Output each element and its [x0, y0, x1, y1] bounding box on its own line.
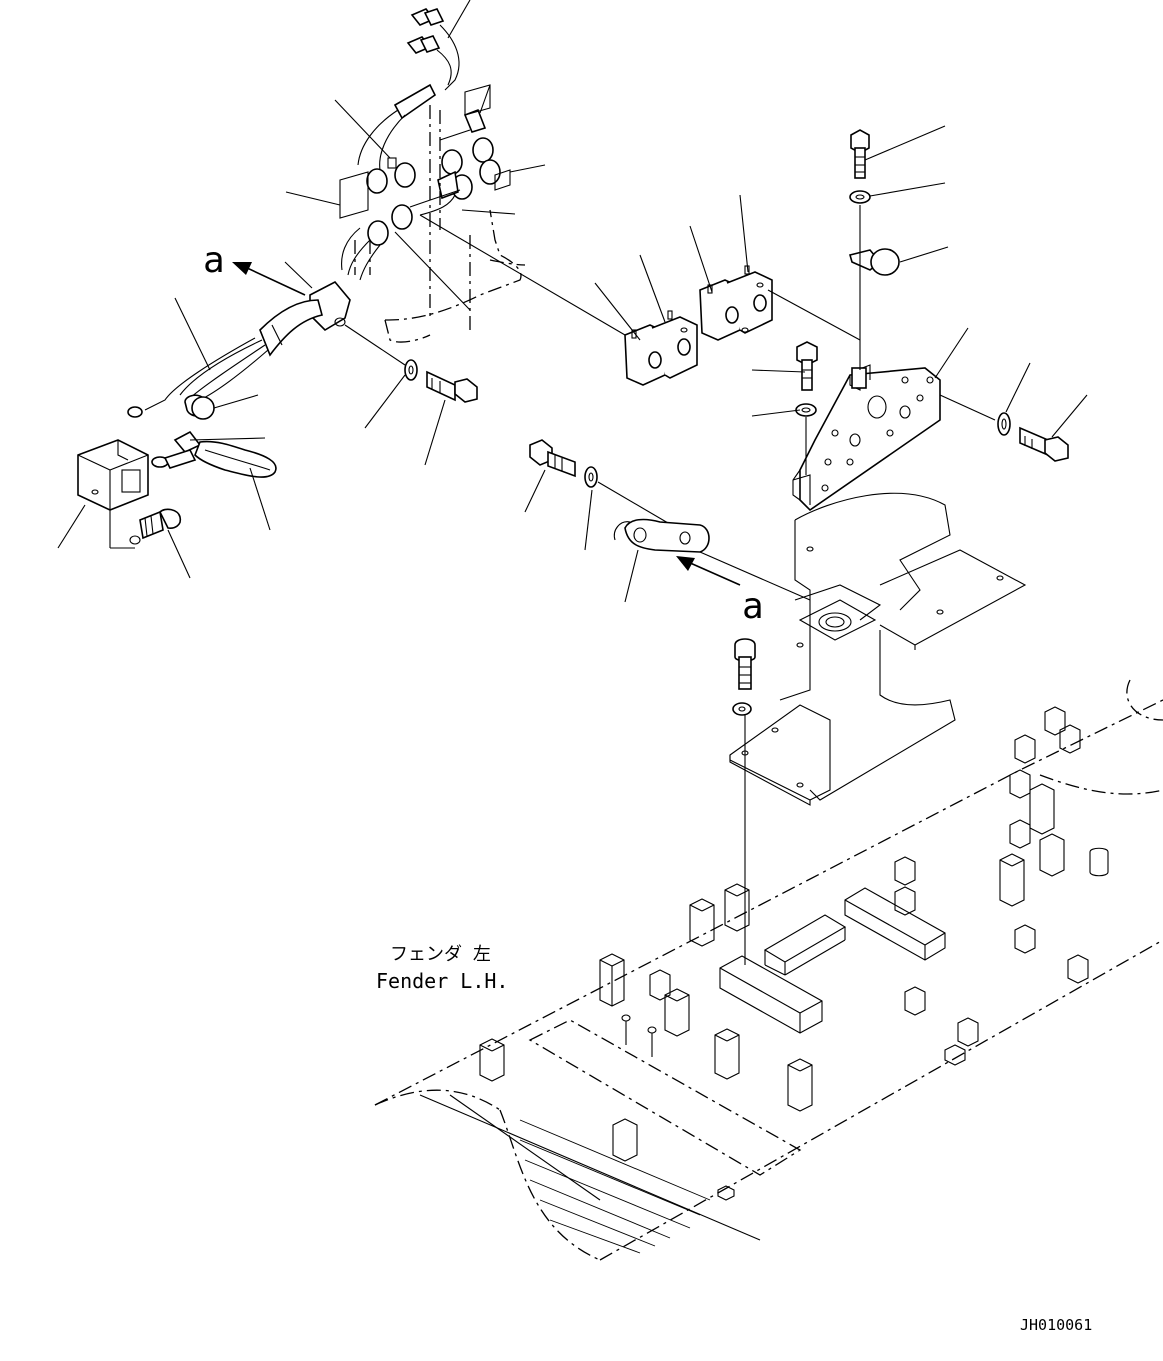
fender-label-jp: フェンダ 左 — [390, 944, 491, 965]
view-marker-lower: a — [742, 586, 764, 627]
connector-box — [77, 439, 149, 511]
fender-stud-bosses — [479, 706, 1109, 1201]
mounting-stand — [729, 492, 1027, 806]
stand-bolt — [732, 638, 756, 965]
view-marker-upper: a — [203, 240, 225, 281]
relay-lower — [624, 310, 698, 386]
view-arrow-lower: a — [676, 556, 764, 627]
plate-top-bolt — [849, 129, 900, 370]
fender-lh: フェンダ 左 Fender L.H. — [374, 679, 1163, 1261]
harness-clamp-bolt — [344, 324, 478, 403]
view-arrow-upper: a — [203, 240, 306, 296]
wiring-harness — [127, 8, 526, 420]
plate-left-bolt — [795, 341, 818, 475]
drawing-id: JH010061 — [1020, 1316, 1092, 1334]
relay-upper — [699, 265, 773, 341]
fender-label-en: Fender L.H. — [376, 969, 508, 993]
center-bolt — [529, 439, 681, 531]
connector-screw — [109, 508, 182, 549]
ground-strap — [151, 430, 277, 478]
plate-right-bolt — [939, 394, 1069, 462]
relay-mounting-plate — [792, 364, 941, 512]
link-plate — [613, 518, 811, 601]
leader-lines — [57, 0, 1088, 603]
